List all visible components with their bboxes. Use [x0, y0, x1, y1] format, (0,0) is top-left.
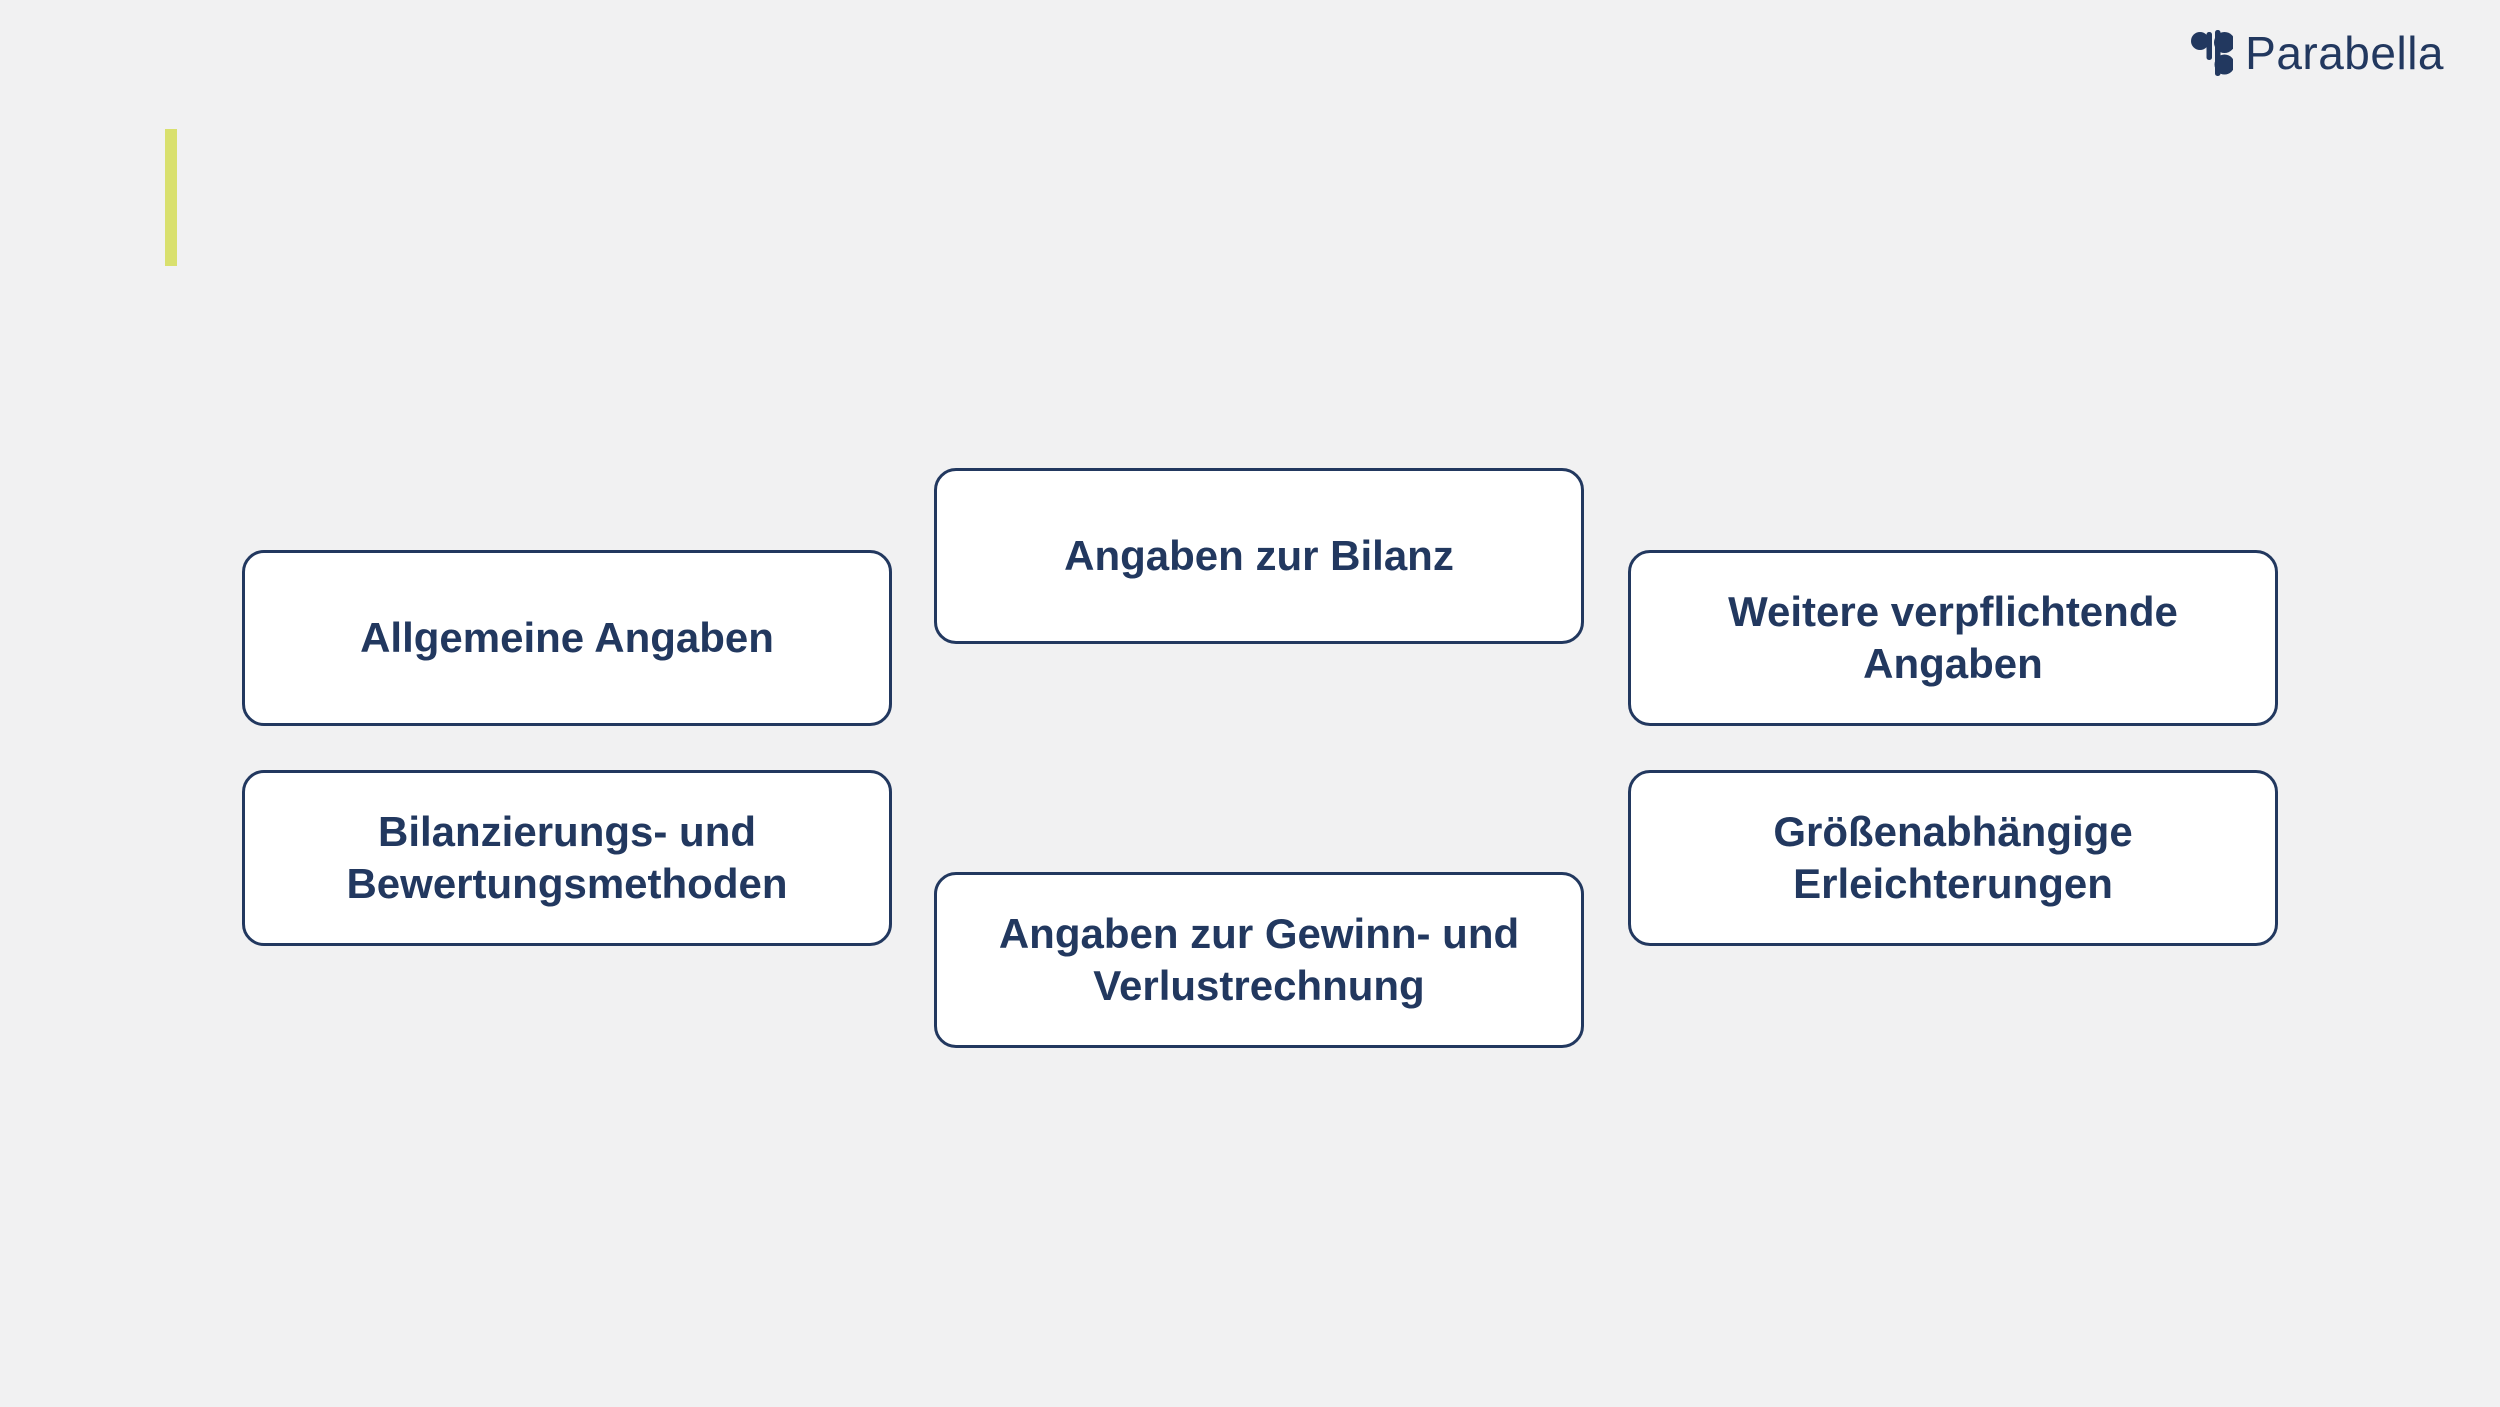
card-label: Weitere verpflichtende Angaben — [1728, 587, 2178, 688]
card-angaben-zur-gewinn-und-verlustrechnung: Angaben zur Gewinn- und Verlustrechnung — [934, 872, 1584, 1048]
card-label: Angaben zur Gewinn- und Verlustrechnung — [998, 909, 1520, 1010]
card-label: Angaben zur Bilanz — [1064, 531, 1454, 579]
card-bilanzierungs-und-bewertungsmethoden: Bilanzierungs- und Bewertungsmethoden — [242, 770, 892, 946]
card-label: Bilanzierungs- und Bewertungsmethoden — [346, 807, 788, 908]
logo-text: Parabella — [2245, 27, 2444, 79]
card-angaben-zur-bilanz: Angaben zur Bilanz — [934, 468, 1584, 644]
card-allgemeine-angaben: Allgemeine Angaben — [242, 550, 892, 726]
logo: Parabella — [2191, 30, 2444, 76]
accent-bar — [165, 129, 177, 266]
card-label: Größenabhängige Erleichterungen — [1773, 807, 2133, 908]
parabella-b-icon — [2191, 30, 2234, 76]
card-weitere-verpflichtende-angaben: Weitere verpflichtende Angaben — [1628, 550, 2278, 726]
card-groessenabhaengige-erleichterungen: Größenabhängige Erleichterungen — [1628, 770, 2278, 946]
card-label: Allgemeine Angaben — [360, 613, 774, 661]
